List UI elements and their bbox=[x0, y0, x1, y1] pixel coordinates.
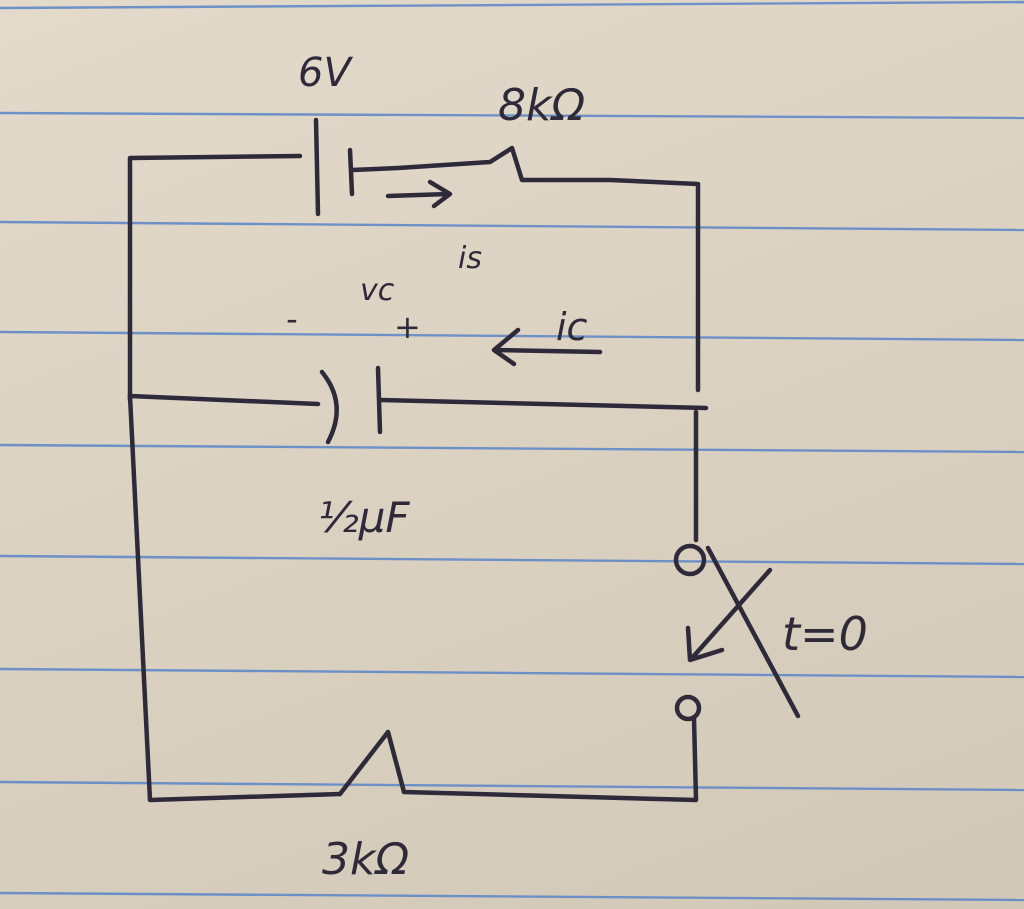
ic-arrow bbox=[491, 327, 603, 367]
left-top-wire bbox=[127, 153, 303, 403]
resistor-3k bbox=[337, 715, 699, 803]
bottom-resistor-label: 3kΩ bbox=[322, 834, 409, 885]
is-arrow bbox=[385, 179, 453, 209]
cap-minus-label: - bbox=[286, 300, 298, 338]
capacitor-curved-plate bbox=[319, 369, 339, 445]
source-current-label: is bbox=[458, 241, 482, 276]
resistor-8k bbox=[349, 145, 701, 393]
battery-long-plate bbox=[313, 117, 321, 217]
switch-bottom-terminal bbox=[674, 694, 702, 722]
cap-voltage-label: vc bbox=[360, 273, 395, 308]
cap-current-label: ic bbox=[556, 305, 588, 349]
battery-voltage-label: 6V bbox=[298, 50, 353, 96]
capacitance-label: ½μF bbox=[318, 493, 410, 542]
switch-arm bbox=[685, 567, 773, 663]
capacitor-left-wire bbox=[127, 393, 321, 407]
switch-top-terminal bbox=[673, 543, 707, 577]
switch-diagonal-stroke bbox=[705, 545, 801, 719]
capacitor-right-wire bbox=[377, 397, 709, 411]
cap-plus-label: + bbox=[394, 308, 421, 346]
switch-time-label: t=0 bbox=[782, 607, 868, 661]
top-resistor-label: 8kΩ bbox=[498, 80, 585, 131]
left-bottom-wire bbox=[127, 393, 343, 803]
